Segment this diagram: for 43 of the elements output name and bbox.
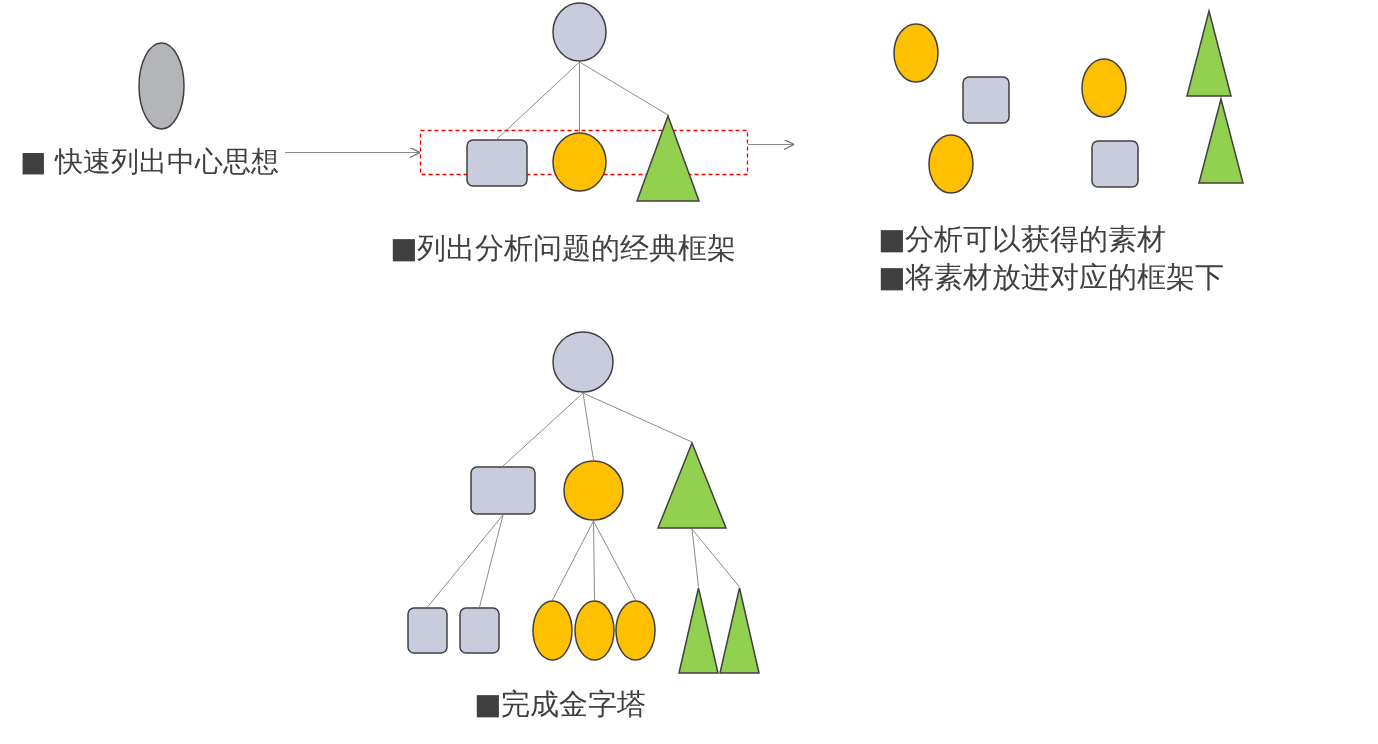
rounded-square bbox=[459, 607, 500, 654]
circle-shape bbox=[552, 2, 607, 62]
rounded-square bbox=[470, 466, 536, 515]
oval-shape bbox=[1081, 58, 1127, 118]
oval-shape bbox=[928, 134, 974, 194]
step-caption: ■分析可以获得的素材 bbox=[878, 221, 1167, 258]
connector-line bbox=[582, 392, 594, 461]
connector-line bbox=[691, 528, 740, 588]
connector-line bbox=[691, 528, 699, 588]
connector-line bbox=[593, 520, 636, 601]
rounded-square bbox=[466, 139, 528, 187]
connector-line bbox=[427, 514, 504, 608]
triangle-shape bbox=[1198, 98, 1244, 184]
circle-shape bbox=[552, 132, 607, 192]
step-caption: ■列出分析问题的经典框架 bbox=[390, 230, 737, 267]
circle-shape bbox=[563, 460, 624, 521]
connector-line bbox=[479, 514, 504, 608]
arrow bbox=[747, 138, 795, 151]
step-caption: ■ 快速列出中心思想 bbox=[20, 143, 280, 181]
step-caption: ■将素材放进对应的框架下 bbox=[878, 259, 1225, 296]
step-caption: ■完成金字塔 bbox=[474, 686, 647, 723]
rounded-square bbox=[407, 607, 448, 654]
triangle-shape bbox=[719, 587, 760, 674]
oval-shape bbox=[574, 600, 615, 661]
oval-shape bbox=[138, 42, 185, 130]
oval-shape bbox=[615, 600, 656, 661]
connector-line bbox=[552, 520, 594, 601]
rounded-square bbox=[962, 76, 1010, 124]
connector-line bbox=[502, 392, 584, 467]
connector-line bbox=[582, 392, 693, 443]
connector-line bbox=[593, 520, 595, 601]
triangle-shape bbox=[657, 442, 727, 529]
connector-line bbox=[579, 61, 669, 116]
triangle-shape bbox=[678, 587, 719, 674]
oval-shape bbox=[893, 23, 939, 83]
rounded-square bbox=[1091, 140, 1139, 188]
connector-line bbox=[496, 61, 580, 140]
triangle-shape bbox=[1186, 10, 1232, 97]
connector-line bbox=[579, 61, 580, 133]
circle-shape bbox=[552, 331, 614, 393]
oval-shape bbox=[532, 600, 573, 661]
arrow bbox=[284, 146, 421, 159]
triangle-shape bbox=[636, 115, 700, 202]
